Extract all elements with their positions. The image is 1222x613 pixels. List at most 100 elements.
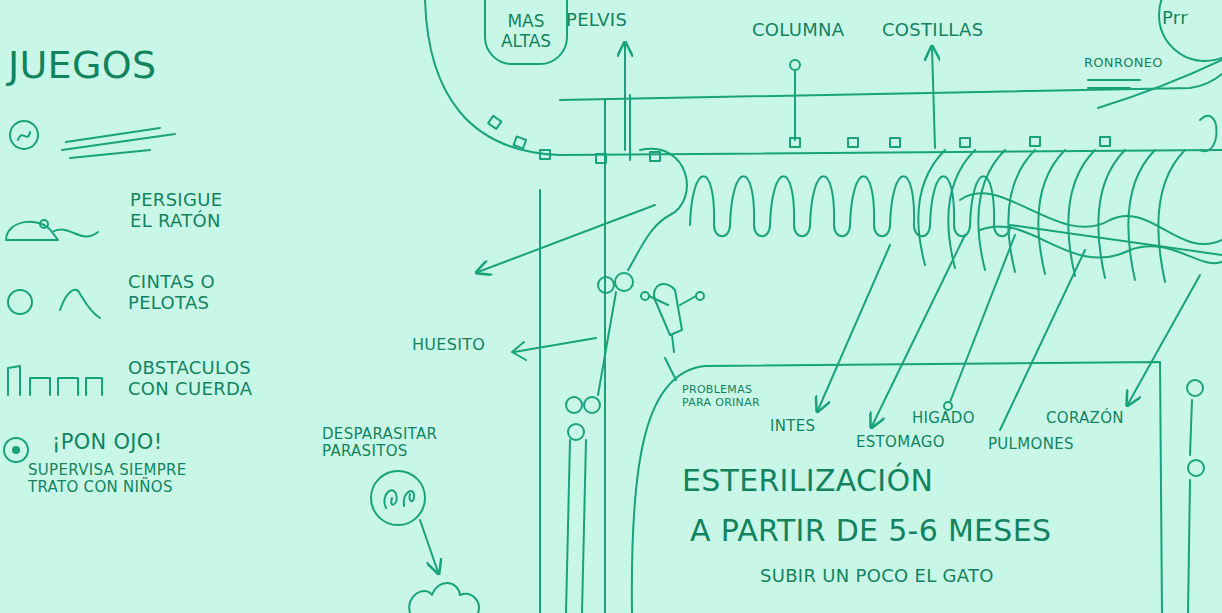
- organ-label: HIGADO: [912, 410, 975, 427]
- tab: [596, 154, 606, 163]
- note-label: PROBLEMAS PARA ORINAR: [682, 384, 764, 409]
- parasite-icon: [371, 471, 479, 613]
- column-leader: [794, 70, 796, 140]
- warning-label: ¡PON OJO!: [52, 430, 162, 454]
- shrub: [409, 583, 479, 613]
- tab: [514, 137, 526, 149]
- rib: [978, 150, 1005, 270]
- front-leg-bone: [1188, 400, 1192, 613]
- outer-back-line: [425, 0, 1222, 155]
- rib: [918, 150, 945, 265]
- back-tabs: [488, 116, 1110, 163]
- leader-dot: [944, 402, 952, 410]
- joint: [568, 424, 584, 440]
- leader-dot: [790, 60, 800, 70]
- scribble-organs: [960, 193, 1222, 263]
- icon-circle: [10, 121, 38, 149]
- sound-label: Prr: [1162, 8, 1188, 29]
- rib: [1128, 150, 1155, 280]
- part-label: COSTILLAS: [882, 20, 983, 41]
- parasite-worms: [384, 490, 414, 508]
- belly-line: [632, 362, 1162, 613]
- mouse-ear: [40, 220, 48, 228]
- organ-label: ESTOMAGO: [856, 434, 945, 451]
- eye-icon: [4, 438, 28, 462]
- parasite-circle: [371, 471, 425, 525]
- left-leg-line: [539, 190, 541, 613]
- note-label: SUPERVISA SIEMPRE TRATO CON NIÑOS: [28, 462, 228, 497]
- icon-body: [654, 284, 682, 335]
- joint: [584, 397, 600, 413]
- pelvis-bone: [628, 149, 687, 270]
- ribs-leader: [932, 48, 935, 148]
- liver-leader: [950, 235, 1015, 402]
- icon-strokes: [649, 296, 696, 352]
- body-outline: [425, 0, 1222, 613]
- joint: [615, 273, 633, 291]
- note-label: RONRONEO: [1084, 56, 1163, 71]
- tab: [848, 138, 858, 147]
- icon-dot: [641, 292, 649, 300]
- icon-dot: [696, 292, 704, 300]
- note-heading: ESTERILIZACIÓN: [682, 464, 933, 499]
- urine-leader: [665, 358, 676, 380]
- note-label: DESPARASITAR PARASITOS: [322, 426, 457, 461]
- rib: [1098, 150, 1125, 278]
- part-label: COLUMNA: [752, 20, 844, 41]
- game-label: CINTAS O PELOTAS: [128, 272, 248, 313]
- scribble: [980, 226, 1222, 263]
- intestine-leader: [818, 245, 890, 410]
- purr-bubble: [1159, 0, 1222, 61]
- leg-bones: [566, 149, 1204, 613]
- heart-leader: [1128, 275, 1200, 404]
- icon-scribble: [18, 132, 30, 140]
- urinary-icon: [641, 284, 704, 352]
- eye-pupil: [12, 446, 20, 454]
- note-label: SUBIR UN POCO EL GATO: [760, 566, 994, 587]
- joint: [566, 397, 582, 413]
- bone-arrowhead: [512, 342, 526, 360]
- ribbon-icon: [60, 290, 100, 318]
- pelvis-side-arrow: [478, 205, 655, 272]
- rib: [1038, 150, 1065, 274]
- joint: [598, 277, 614, 293]
- bone-leader: [514, 338, 596, 352]
- shin: [566, 440, 586, 613]
- tab: [1030, 137, 1040, 146]
- organ-label: PULMONES: [988, 436, 1074, 453]
- femur: [598, 292, 616, 395]
- tab: [650, 152, 660, 161]
- icon-lines: [62, 128, 175, 158]
- mouse-icon: [6, 222, 98, 240]
- rib: [948, 150, 975, 268]
- leader-lines: [478, 44, 1200, 430]
- scribble: [960, 193, 1222, 244]
- node-text: MAS ALTAS: [494, 12, 558, 51]
- tab: [540, 150, 550, 159]
- joint: [1188, 460, 1204, 476]
- note-label: A PARTIR DE 5-6 MESES: [690, 514, 1051, 549]
- pelvis-leader: [624, 44, 626, 150]
- pelvis-column-line: [629, 95, 631, 160]
- section-title: JUEGOS: [8, 44, 156, 88]
- rib: [1200, 116, 1217, 151]
- obstacle-icon: [8, 366, 102, 395]
- spine: [690, 176, 1222, 255]
- part-label: HUESITO: [412, 336, 485, 354]
- tab: [488, 116, 501, 129]
- tab: [1100, 137, 1110, 146]
- game-label: PERSIGUE EL RATÓN: [130, 190, 250, 231]
- tab: [960, 138, 970, 147]
- purr-icon: [1088, 0, 1222, 108]
- part-label: PELVIS: [566, 10, 627, 31]
- rib: [1158, 150, 1185, 282]
- parasite-arrow: [420, 520, 438, 572]
- organ-label: INTES: [770, 418, 815, 435]
- joint: [1187, 380, 1203, 396]
- tab: [890, 138, 900, 147]
- organ-label: CORAZÓN: [1046, 410, 1124, 427]
- rib: [1008, 150, 1035, 272]
- game-label: OBSTACULOS CON CUERDA: [128, 358, 278, 399]
